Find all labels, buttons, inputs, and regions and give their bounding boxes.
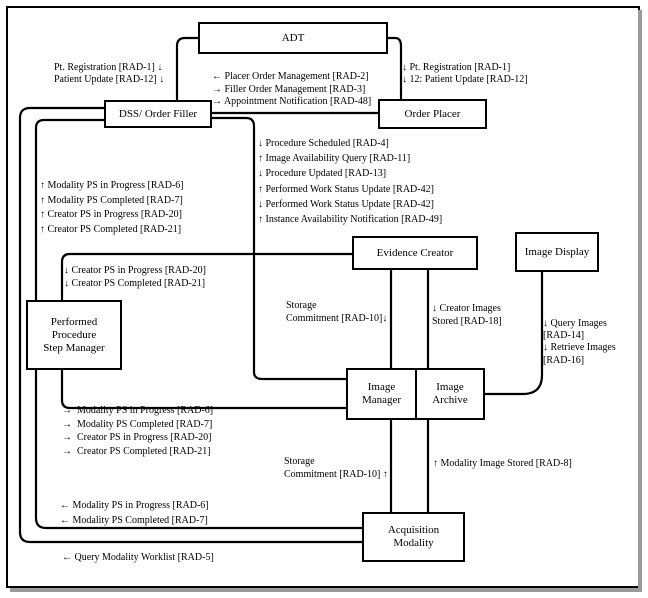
label-acq-stored-0: ↑ Modality Image Stored [RAD-8]: [433, 458, 572, 469]
line-dss-image-manager: [210, 116, 346, 381]
dss-order-filler-box: DSS/ Order Filler: [104, 100, 212, 128]
ppsm-box: Performed Procedure Step Manager: [26, 300, 122, 370]
label-acq-ppsm-1: ← Modality PS Completed [RAD-7]: [60, 514, 208, 526]
line-adt-dss: [175, 36, 198, 103]
label-dss-op-2: → Appointment Notification [RAD-48]: [212, 96, 372, 107]
label-acq-storage-0: Storage: [284, 456, 315, 467]
label-dss-im-4: ↓ Performed Work Status Update [RAD-42]: [258, 198, 434, 210]
label-dss-ppsm-0: ↑ Modality PS in Progress [RAD-6]: [40, 180, 184, 191]
line-ppsm-image-manager: [60, 370, 346, 410]
order-placer-box: Order Placer: [378, 99, 487, 129]
label-dss-ppsm-3: ↑ Creator PS Completed [RAD-21]: [40, 224, 182, 236]
label-dss-im-5: ↑ Instance Availability Notification [RA…: [258, 214, 443, 225]
label-ppsm-im-3: → Creator PS Completed [RAD-21]: [62, 445, 211, 457]
label-display-1: [RAD-14]: [543, 330, 585, 342]
label-display-0: ↓ Query Images: [543, 318, 607, 329]
label-ppsm-im-2: → Creator PS in Progress [RAD-20]: [62, 432, 212, 444]
label-adt-op-1: ↓ 12: Patient Update [RAD-12]: [402, 74, 528, 85]
label-ppsm-im-0: → Modality PS in Progress [RAD-6]: [62, 405, 214, 416]
label-dss-im-1: ↑ Image Availability Query [RAD-11]: [258, 153, 411, 165]
frame-shadow-bottom: [10, 588, 642, 592]
label-dss-op-0: ← Placer Order Management [RAD-2]: [212, 71, 369, 82]
line-dss-acq-outer: [18, 106, 362, 544]
label-acq-ppsm-0: ← Modality PS in Progress [RAD-6]: [60, 500, 209, 511]
label-dss-im-0: ↓ Procedure Scheduled [RAD-4]: [258, 138, 389, 149]
label-ec-ppsm-1: ↓ Creator PS Completed [RAD-21]: [64, 278, 206, 289]
label-ec-storage-0: Storage: [286, 300, 317, 311]
label-dss-op-1: → Filler Order Management [RAD-3]: [212, 83, 366, 95]
label-dss-im-2: ↓ Procedure Updated [RAD-13]: [258, 168, 387, 180]
label-ec-images-1: Stored [RAD-18]: [432, 315, 502, 327]
line-display-archive: [468, 270, 544, 396]
label-dss-ppsm-2: ↑ Creator PS in Progress [RAD-20]: [40, 209, 182, 221]
label-ec-images-0: ↓ Creator Images: [432, 303, 501, 314]
label-adt-op-0: ↓ Pt. Registration [RAD-1]: [402, 62, 511, 73]
label-display-2: ↓ Retrieve Images: [543, 342, 616, 354]
image-manager-box: Image Manager: [346, 368, 417, 420]
acquisition-modality-box: Acquisition Modality: [362, 512, 465, 562]
adt-box: ADT: [198, 22, 388, 54]
label-ppsm-im-1: → Modality PS Completed [RAD-7]: [62, 418, 213, 430]
label-acq-storage-1: Commitment [RAD-10] ↑: [284, 468, 388, 480]
label-dss-ppsm-1: ↑ Modality PS Completed [RAD-7]: [40, 194, 183, 206]
label-dss-im-3: ↑ Performed Work Status Update [RAD-42]: [258, 183, 434, 195]
label-ec-ppsm-0: ↓ Creator PS in Progress [RAD-20]: [64, 265, 206, 276]
evidence-creator-box: Evidence Creator: [352, 236, 478, 270]
line-adt-order-placer: [386, 36, 403, 103]
image-archive-box: Image Archive: [415, 368, 485, 420]
label-adt-dss-1: Patient Update [RAD-12] ↓: [54, 74, 165, 85]
label-adt-dss-0: Pt. Registration [RAD-1] ↓: [54, 62, 163, 73]
frame-shadow-right: [638, 10, 642, 588]
label-display-3: [RAD-16]: [543, 354, 585, 366]
image-display-box: Image Display: [515, 232, 599, 272]
line-ec-ppsm: [60, 252, 352, 300]
label-worklist-0: ← Query Modality Worklist [RAD-5]: [62, 552, 214, 563]
label-ec-storage-1: Commitment [RAD-10]↓: [286, 312, 388, 324]
